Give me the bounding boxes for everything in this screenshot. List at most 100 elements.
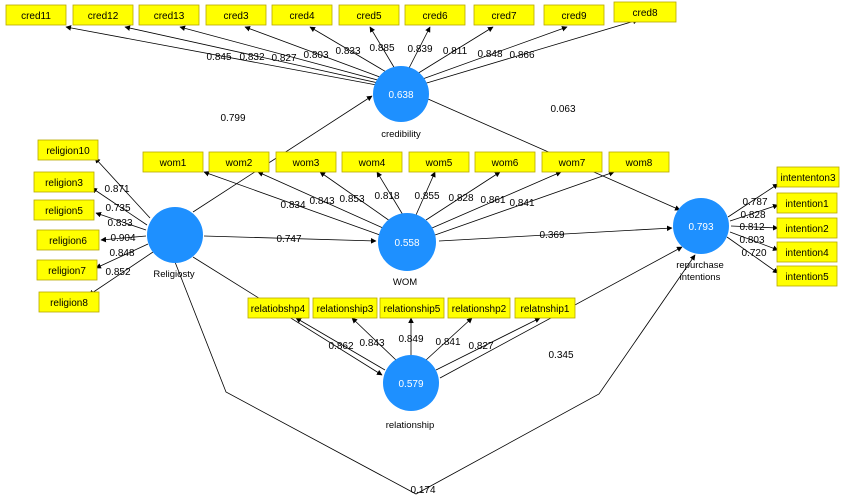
indicator-label: religion8	[50, 298, 88, 309]
indicator-relationship5: relationship5	[379, 297, 445, 319]
edge-intention4	[729, 231, 779, 251]
indicator-religion5: religion5	[33, 199, 95, 221]
path-religiosity-wom	[203, 235, 377, 244]
loading-value: 0.904	[110, 233, 135, 244]
indicator-label: cred7	[491, 11, 516, 22]
indicator-label: relatiobshp4	[251, 304, 306, 315]
loading-value: 0.861	[480, 195, 505, 206]
loading-value: 0.803	[303, 50, 328, 61]
edge-relatnship1	[435, 317, 541, 371]
construct-relationship: 0.579 relationship	[383, 355, 439, 431]
indicator-label: cred6	[422, 11, 447, 22]
loading-value: 0.845	[206, 52, 231, 63]
loading-labels-wom: 0.834 0.843 0.853 0.818 0.855 0.828 0.86…	[280, 191, 534, 211]
edge-cred9	[416, 26, 568, 82]
indicator-label: wom6	[491, 158, 519, 169]
indicator-label: relationshp2	[452, 304, 507, 315]
loading-value: 0.841	[509, 198, 534, 209]
edges	[65, 18, 779, 495]
construct-label: Religiosty	[153, 269, 194, 280]
edge-intention2	[730, 224, 779, 231]
indicator-relatiobshp4: relatiobshp4	[247, 297, 310, 319]
indicator-group-wom: wom1 wom2 wom3 wom4 wom5 wom6 wom7 wom8	[142, 151, 670, 173]
edge-intention1	[729, 203, 779, 222]
indicator-label: cred13	[154, 11, 185, 22]
edge-wom7	[431, 171, 562, 229]
loading-value: 0.833	[335, 46, 360, 57]
indicator-label: religion6	[49, 236, 87, 247]
edge-cred5	[369, 26, 399, 75]
loading-value: 0.853	[339, 194, 364, 205]
construct-r2: 0.793	[688, 222, 713, 233]
indicator-religion6: religion6	[36, 229, 100, 251]
indicator-label: wom3	[292, 158, 320, 169]
path-coefficient: 0.174	[410, 485, 435, 496]
loading-value: 0.843	[309, 196, 334, 207]
indicator-cred11: cred11	[5, 4, 67, 26]
indicator-wom6: wom6	[474, 151, 536, 173]
loading-value: 0.811	[443, 46, 468, 57]
loading-labels-relationship: 0.862 0.843 0.849 0.841 0.827	[328, 334, 493, 352]
construct-label: relationship	[386, 420, 435, 431]
edge-relationshp2	[425, 317, 473, 361]
indicator-label: relationship5	[384, 304, 441, 315]
edge-wom8	[434, 171, 615, 236]
indicator-intention2: intention2	[776, 217, 838, 239]
edge-cred8	[419, 18, 639, 86]
indicator-relationshp2: relationshp2	[447, 297, 511, 319]
path-wom-repurchase	[438, 225, 673, 242]
indicator-cred12: cred12	[72, 4, 134, 26]
loading-value: 0.852	[105, 267, 130, 278]
loading-value: 0.839	[407, 44, 432, 55]
indicator-relationship3: relationship3	[312, 297, 378, 319]
loading-value: 0.848	[109, 248, 134, 259]
path-religiosity-repurchase	[174, 254, 696, 495]
indicator-label: intention5	[785, 272, 829, 283]
edge-relatiobshp4	[295, 317, 386, 371]
indicator-label: cred12	[88, 11, 119, 22]
indicator-wom2: wom2	[208, 151, 270, 173]
loading-labels-religion: 0.871 0.735 0.833 0.904 0.848 0.852	[104, 184, 135, 278]
indicator-label: intention4	[785, 248, 829, 259]
indicator-label: religion7	[48, 266, 86, 277]
indicator-label: cred11	[21, 11, 51, 22]
loading-value: 0.787	[742, 197, 767, 208]
indicator-religion8: religion8	[38, 291, 100, 313]
edge-religion7	[95, 243, 149, 269]
loading-value: 0.855	[414, 191, 439, 202]
indicator-label: intententon3	[780, 173, 835, 184]
path-coefficient: 0.799	[220, 113, 245, 124]
indicator-cred9: cred9	[543, 4, 605, 26]
edge-cred7	[411, 26, 494, 78]
indicator-label: relationship3	[317, 304, 374, 315]
edge-wom3	[319, 171, 391, 222]
indicator-group-intention: intententon3 intention1 intention2 inten…	[776, 166, 840, 287]
indicator-label: wom1	[159, 158, 187, 169]
loading-value: 0.885	[369, 43, 394, 54]
indicator-wom3: wom3	[275, 151, 337, 173]
edge-wom2	[257, 171, 384, 229]
edge-relationship3	[351, 317, 397, 361]
indicator-group-religion: religion10 religion3 religion5 religion6…	[33, 139, 100, 313]
indicator-label: wom2	[225, 158, 253, 169]
construct-credibility: 0.638 credibility	[373, 66, 429, 140]
loading-value: 0.862	[328, 341, 353, 352]
loading-labels-intention: 0.787 0.828 0.812 0.803 0.720	[739, 197, 767, 259]
indicator-label: wom7	[558, 158, 586, 169]
path-coefficient: 0.345	[548, 350, 573, 361]
construct-label: credibility	[381, 129, 421, 140]
loading-value: 0.818	[374, 191, 399, 202]
indicator-label: cred3	[223, 11, 248, 22]
indicator-label: religion10	[46, 146, 90, 157]
edge-religion3	[91, 187, 148, 226]
edge-wom6	[425, 171, 501, 221]
construct-r2: 0.558	[394, 238, 419, 249]
loading-value: 0.833	[107, 218, 132, 229]
loading-value: 0.832	[239, 52, 264, 63]
indicator-label: cred8	[632, 8, 657, 19]
indicator-label: wom5	[425, 158, 453, 169]
indicator-label: religion5	[45, 206, 83, 217]
loading-value: 0.720	[741, 248, 766, 259]
construct-label-line2: intentions	[680, 272, 721, 283]
indicator-label: cred5	[356, 11, 381, 22]
